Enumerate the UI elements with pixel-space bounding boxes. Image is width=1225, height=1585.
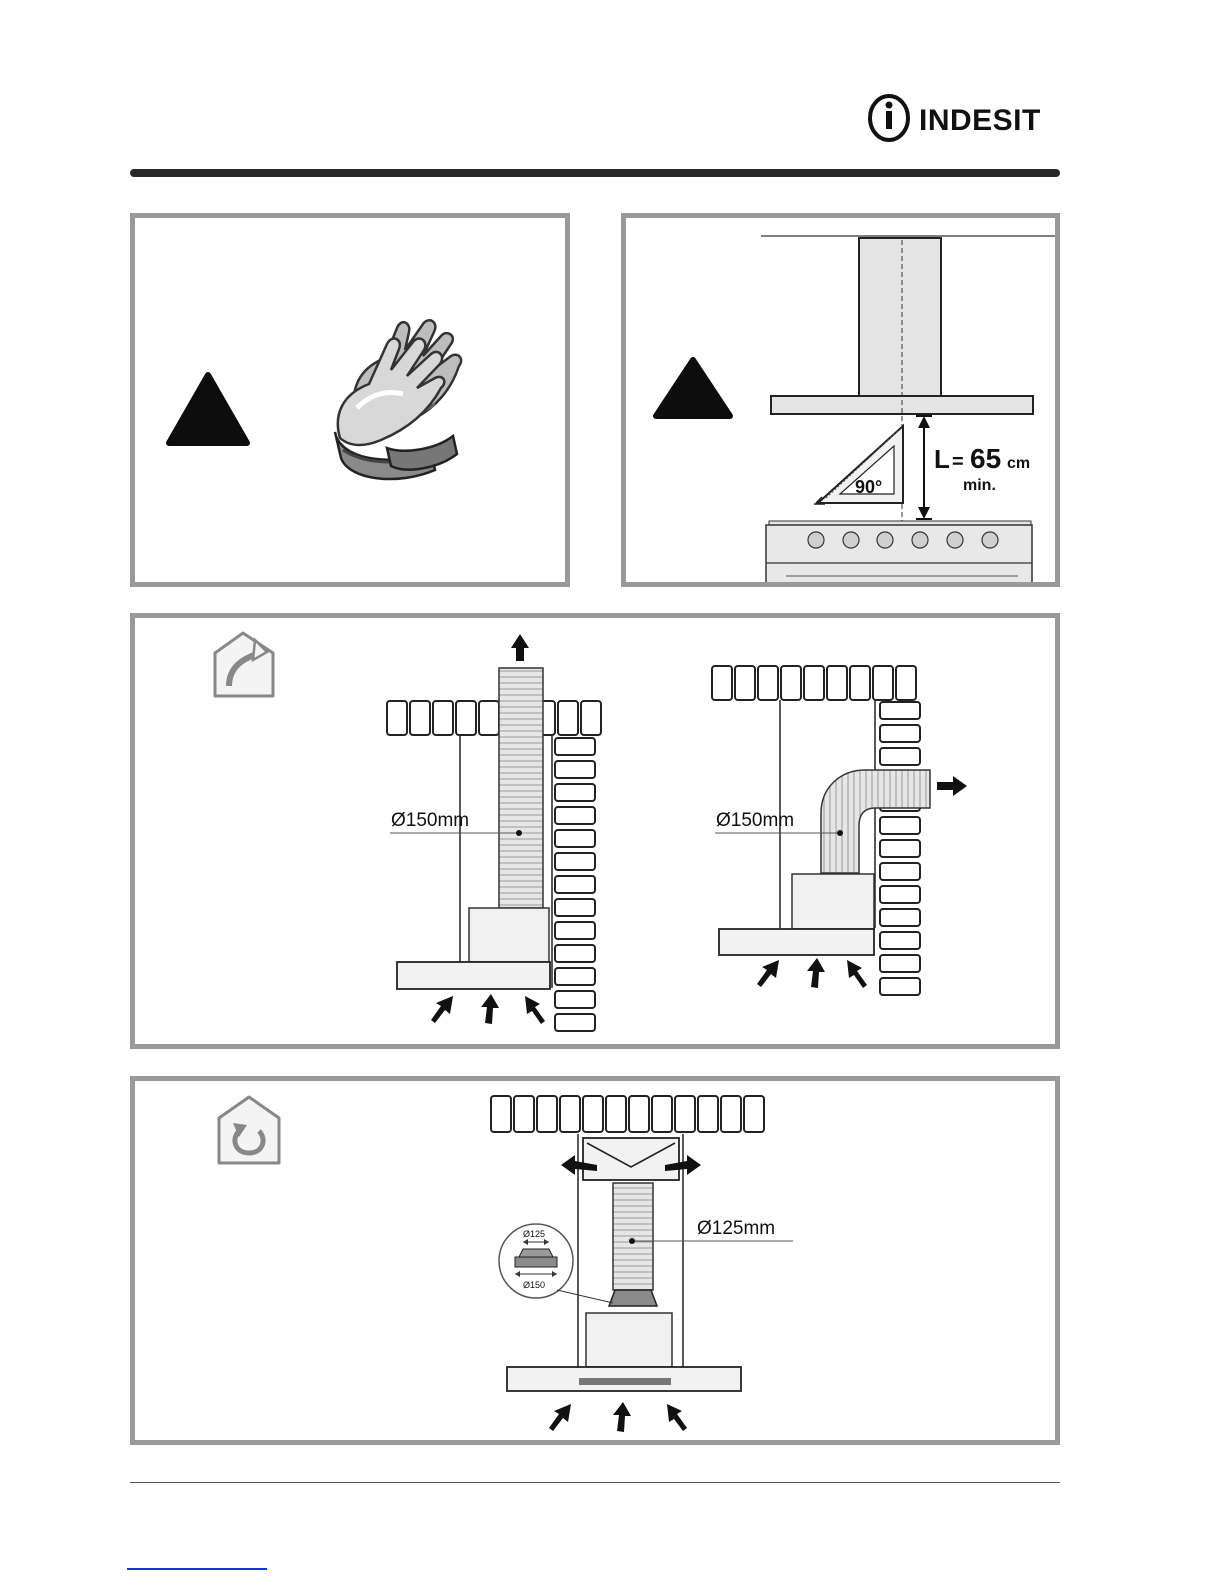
recirculation-house-icon	[219, 1097, 279, 1163]
intake-arrows-recirc	[549, 1402, 687, 1432]
adapter-callout	[499, 1224, 613, 1303]
duct-label-right: Ø150mm	[716, 810, 794, 831]
duct-adapter	[609, 1290, 657, 1306]
wall-bricks-left	[555, 738, 595, 1031]
air-deflector	[583, 1138, 679, 1180]
ceiling-bricks-right	[712, 666, 916, 700]
adapter-bottom-label: Ø150	[523, 1280, 545, 1290]
brand-name: INDESIT	[919, 104, 1041, 137]
ceiling-bricks-recirc	[491, 1096, 764, 1132]
panel-ducted-version: Ø150mm	[130, 613, 1060, 1049]
panel-hood-height: 90° L = 65 cm min.	[621, 213, 1060, 587]
panel-gloves-warning	[130, 213, 570, 587]
distance-min: min.	[963, 477, 996, 494]
panel-recirculation-version: Ø125mm Ø125 Ø150	[130, 1076, 1060, 1445]
gloves-illustration	[335, 320, 461, 479]
distance-arrow	[916, 416, 932, 519]
distance-equals: =	[952, 451, 964, 473]
exhaust-arrow-right	[937, 776, 967, 796]
ceiling-bricks-left	[387, 701, 601, 735]
motor-box-left	[469, 908, 549, 962]
angle-label: 90°	[855, 477, 882, 497]
flex-duct-left	[499, 668, 543, 908]
warning-triangle-icon	[169, 375, 247, 443]
duct-label-left: Ø150mm	[391, 810, 469, 831]
brand-logo: INDESIT	[865, 92, 1065, 144]
intake-arrows-right	[757, 958, 867, 988]
distance-value: 65	[970, 443, 1001, 474]
duct-label-recirc: Ø125mm	[697, 1218, 775, 1239]
indesit-i-logo	[870, 96, 908, 140]
wall-bricks-right	[880, 702, 920, 995]
carbon-filter	[579, 1378, 671, 1385]
footer-rule	[130, 1482, 1060, 1483]
footer-link-underline[interactable]	[127, 1568, 267, 1570]
distance-unit: cm	[1007, 455, 1030, 472]
adapter-top-label: Ø125	[523, 1229, 545, 1239]
motor-box-right	[792, 874, 874, 929]
motor-box-recirc	[586, 1313, 672, 1367]
hood-canopy-right	[719, 929, 874, 955]
hood-chimney	[859, 238, 941, 396]
header-rule	[130, 169, 1060, 177]
intake-arrows-left	[431, 994, 545, 1024]
exhaust-arrow-left	[511, 634, 529, 661]
ducted-extraction-house-icon	[215, 633, 273, 696]
hood-canopy-left	[397, 962, 550, 989]
cooker-illustration	[766, 521, 1032, 582]
flex-duct-recirc	[613, 1183, 653, 1290]
distance-letter: L	[934, 444, 950, 474]
warning-triangle-icon	[656, 360, 730, 416]
